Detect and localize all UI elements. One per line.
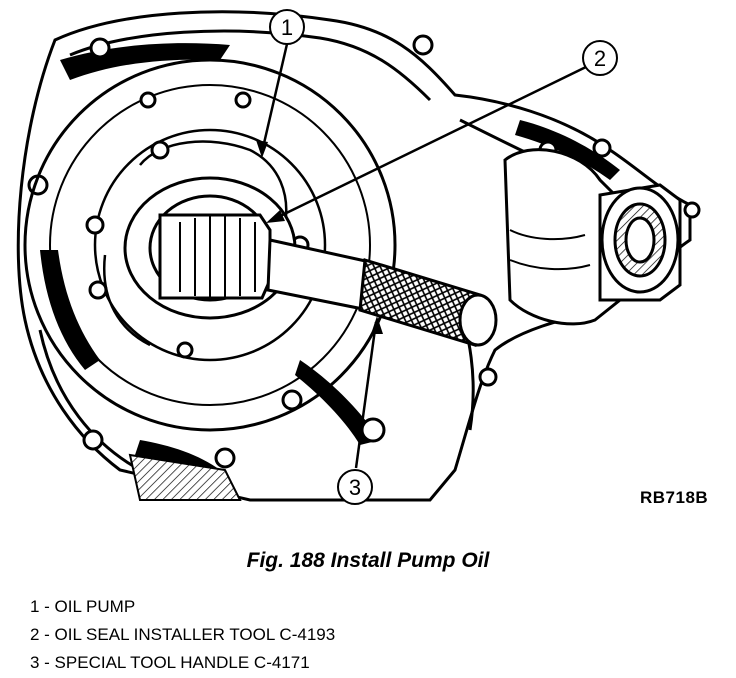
callout-1: 1 <box>269 9 305 45</box>
tool-handle <box>266 238 498 347</box>
housing-bolts <box>27 34 612 469</box>
extension-housing <box>503 148 701 326</box>
oil-pump <box>23 58 397 432</box>
legend-item-tool-handle: 3 - SPECIAL TOOL HANDLE C-4171 <box>30 653 310 672</box>
figure-code: RB718B <box>640 488 709 507</box>
callout-number-3: 3 <box>349 475 361 500</box>
callout-legend: 1 - OIL PUMP 2 - OIL SEAL INSTALLER TOOL… <box>30 593 335 677</box>
callout-circle-1 <box>269 9 305 45</box>
transmission-illustration: 1 2 3 <box>16 9 701 505</box>
callout-number-1: 1 <box>281 15 293 40</box>
leader-arrowheads <box>256 140 383 334</box>
legend-item-seal-installer-tool: 2 - OIL SEAL INSTALLER TOOL C-4193 <box>30 625 336 644</box>
legend-item-oil-pump: 1 - OIL PUMP <box>30 597 136 616</box>
callout-circle-2 <box>582 40 618 76</box>
figure-caption: Fig. 188 Install Pump Oil <box>246 549 490 572</box>
leader-lines <box>260 43 589 469</box>
callout-2: 2 <box>582 40 618 76</box>
callout-3: 3 <box>337 469 373 505</box>
callout-number-2: 2 <box>594 46 606 71</box>
callout-circle-3 <box>337 469 373 505</box>
